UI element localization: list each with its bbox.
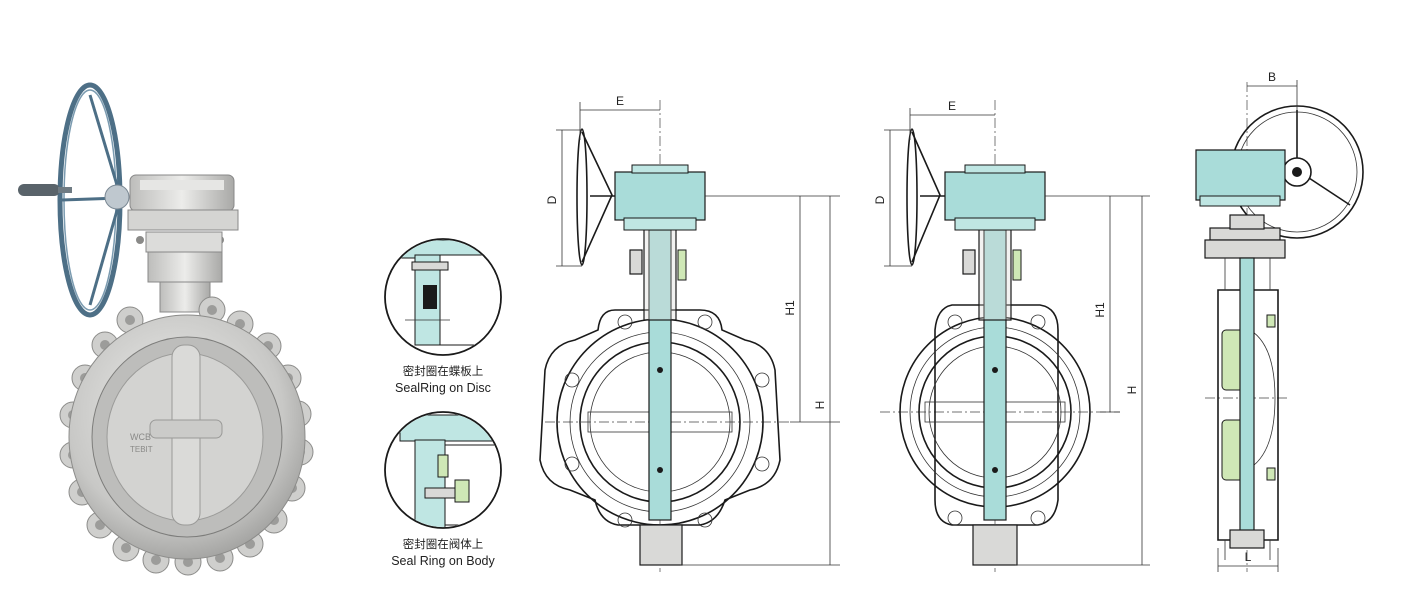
dim-E-2: E — [948, 99, 956, 113]
dim-D-2: D — [873, 195, 887, 204]
valve-photo: WCB TEBIT — [18, 82, 314, 576]
front-view-wafer: E D H1 H — [873, 99, 1150, 572]
dim-H-1: H — [813, 401, 827, 410]
dim-D-1: D — [545, 195, 559, 204]
valve-body-photo: WCB TEBIT — [59, 296, 314, 576]
detail-caption-en: SealRing on Disc — [395, 381, 491, 395]
dim-H-2: H — [1125, 386, 1139, 395]
dim-H1-1: H1 — [783, 300, 797, 316]
side-view: B L — [1195, 70, 1364, 572]
cast-mark-1: WCB — [130, 432, 151, 442]
detail-caption-en: Seal Ring on Body — [391, 554, 495, 568]
front-view-lug: E D H1 H — [539, 94, 840, 572]
dim-H1-2: H1 — [1093, 302, 1107, 318]
gearbox — [104, 174, 239, 313]
cast-mark-2: TEBIT — [130, 445, 153, 454]
dim-B: B — [1268, 70, 1276, 84]
dim-L: L — [1245, 550, 1252, 564]
detail-seal-on-disc: 密封圈在蝶板上 SealRing on Disc — [384, 238, 502, 395]
handwheel — [18, 82, 123, 318]
detail-seal-on-body: 密封圈在阀体上 Seal Ring on Body — [384, 411, 502, 568]
dim-E-1: E — [616, 94, 624, 108]
detail-caption-zh: 密封圈在蝶板上 — [403, 364, 484, 378]
detail-caption-zh: 密封圈在阀体上 — [403, 537, 484, 551]
